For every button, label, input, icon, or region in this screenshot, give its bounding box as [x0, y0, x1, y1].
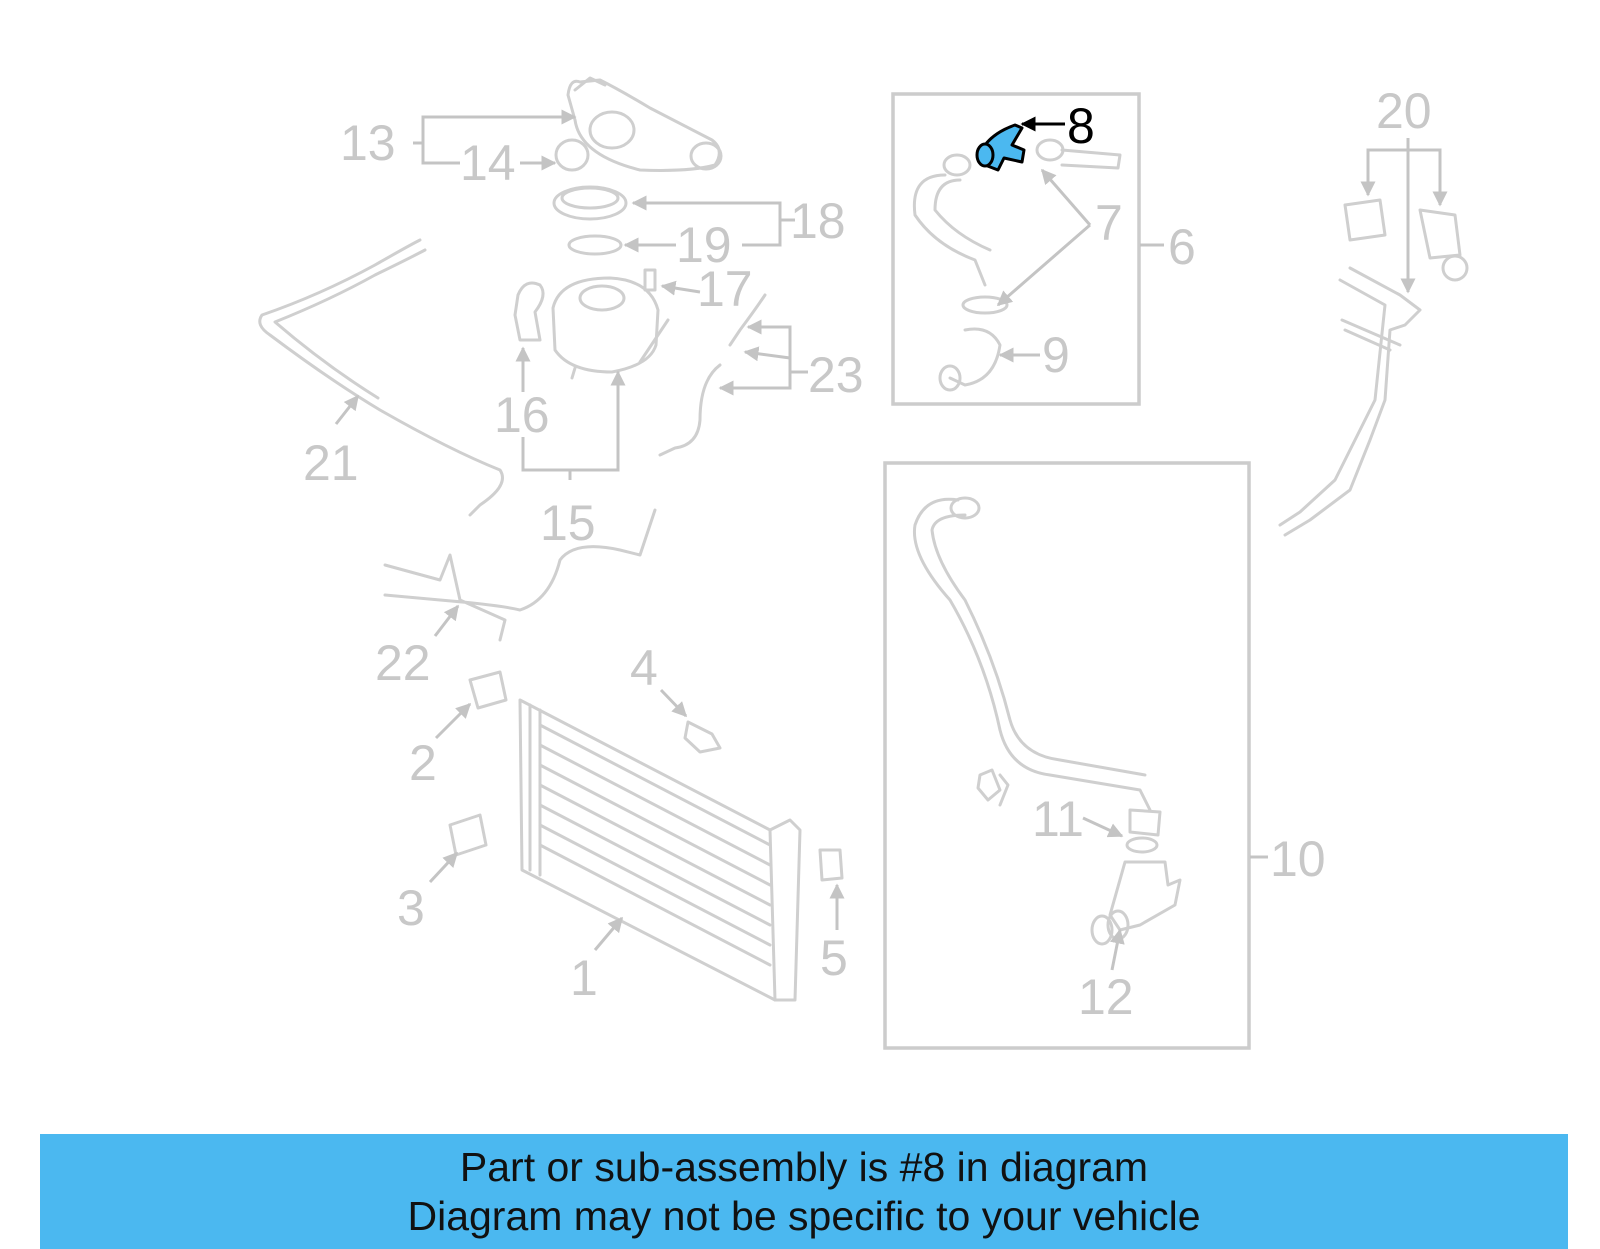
callout-12: 12 — [1078, 969, 1134, 1025]
callout-14: 14 — [460, 135, 516, 191]
part-21-hose — [258, 238, 504, 517]
callout-15: 15 — [540, 495, 596, 551]
group-box-10 — [883, 461, 1251, 1050]
part-16-sensor — [513, 281, 545, 342]
callout-7: 7 — [1095, 195, 1123, 251]
callout-22: 22 — [375, 635, 431, 691]
callout-5: 5 — [820, 930, 848, 986]
callout-17: 17 — [697, 261, 753, 317]
part-15-reservoir — [551, 276, 670, 380]
callout-18: 18 — [790, 193, 846, 249]
callout-11: 11 — [1032, 791, 1084, 847]
part-13-thermostat-housing — [566, 76, 723, 172]
callout-8: 8 — [1067, 98, 1095, 154]
callout-10: 10 — [1270, 831, 1326, 887]
callout-3: 3 — [397, 880, 425, 936]
info-banner: Part or sub-assembly is #8 in diagram Di… — [40, 1134, 1568, 1249]
leader-lines — [334, 109, 1448, 971]
callout-2: 2 — [409, 735, 437, 791]
callout-13: 13 — [340, 115, 396, 171]
callout-9: 9 — [1042, 327, 1070, 383]
callout-1: 1 — [570, 950, 598, 1006]
callout-16: 16 — [494, 387, 550, 443]
callout-4: 4 — [630, 640, 658, 696]
part-21-hose-inner — [273, 248, 427, 400]
part-6-hoses — [912, 138, 1122, 392]
part-1-radiator — [518, 698, 802, 1002]
part-23-hose — [658, 293, 767, 457]
part-22-pipe — [383, 508, 657, 642]
part-4-sensor — [683, 720, 722, 754]
group-box-6 — [891, 92, 1141, 406]
callout-23: 23 — [808, 347, 864, 403]
banner-disclaimer: Diagram may not be specific to your vehi… — [407, 1193, 1201, 1239]
callout-21: 21 — [303, 435, 359, 491]
part-14-seal — [554, 138, 590, 172]
part-17-bolt — [643, 268, 657, 292]
part-3-bracket — [448, 813, 488, 857]
part-10-hose-assembly — [912, 496, 1182, 946]
part-5-switch — [818, 848, 844, 882]
callout-6: 6 — [1168, 219, 1196, 275]
part-18-cap — [552, 185, 628, 221]
callout-20: 20 — [1376, 83, 1432, 139]
part-2-bracket — [468, 670, 508, 710]
callout-19: 19 — [676, 217, 732, 273]
part-8-highlighted — [975, 123, 1026, 172]
part-20-assembly — [1278, 198, 1469, 537]
part-19-gasket — [567, 234, 623, 256]
banner-part-note: Part or sub-assembly is #8 in diagram — [459, 1144, 1149, 1190]
